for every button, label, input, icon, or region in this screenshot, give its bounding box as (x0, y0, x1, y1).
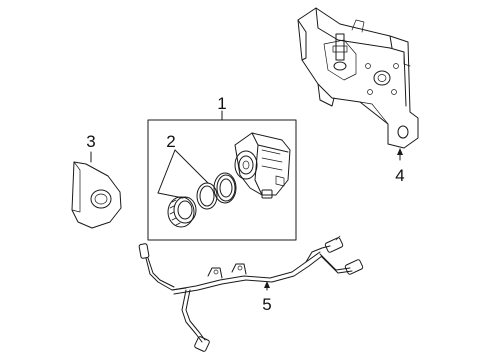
callout-label-5: 5 (262, 295, 271, 314)
camera-assembly-group: 1 2 (147, 94, 297, 241)
camera-body (234, 132, 291, 199)
callout-leader-2a (157, 149, 176, 194)
callout-label-3: 3 (86, 132, 95, 151)
bezel-cover-group: 3 (71, 132, 122, 229)
o-ring-seal (196, 182, 218, 210)
bezel-cover (71, 161, 122, 229)
mounting-bracket-group: 4 (297, 7, 419, 185)
callout-label-1: 1 (217, 94, 226, 113)
wiring-harness (138, 235, 364, 352)
callout-label-4: 4 (395, 166, 404, 185)
gasket-ring (213, 172, 237, 204)
wiring-harness-group: 5 (138, 235, 364, 352)
threaded-ring (167, 196, 197, 228)
mounting-bracket (297, 7, 419, 149)
callout-leader-2c (174, 149, 209, 184)
callout-arrow-5 (264, 281, 270, 288)
callout-arrow-4 (397, 148, 403, 155)
callout-label-2: 2 (166, 132, 175, 151)
